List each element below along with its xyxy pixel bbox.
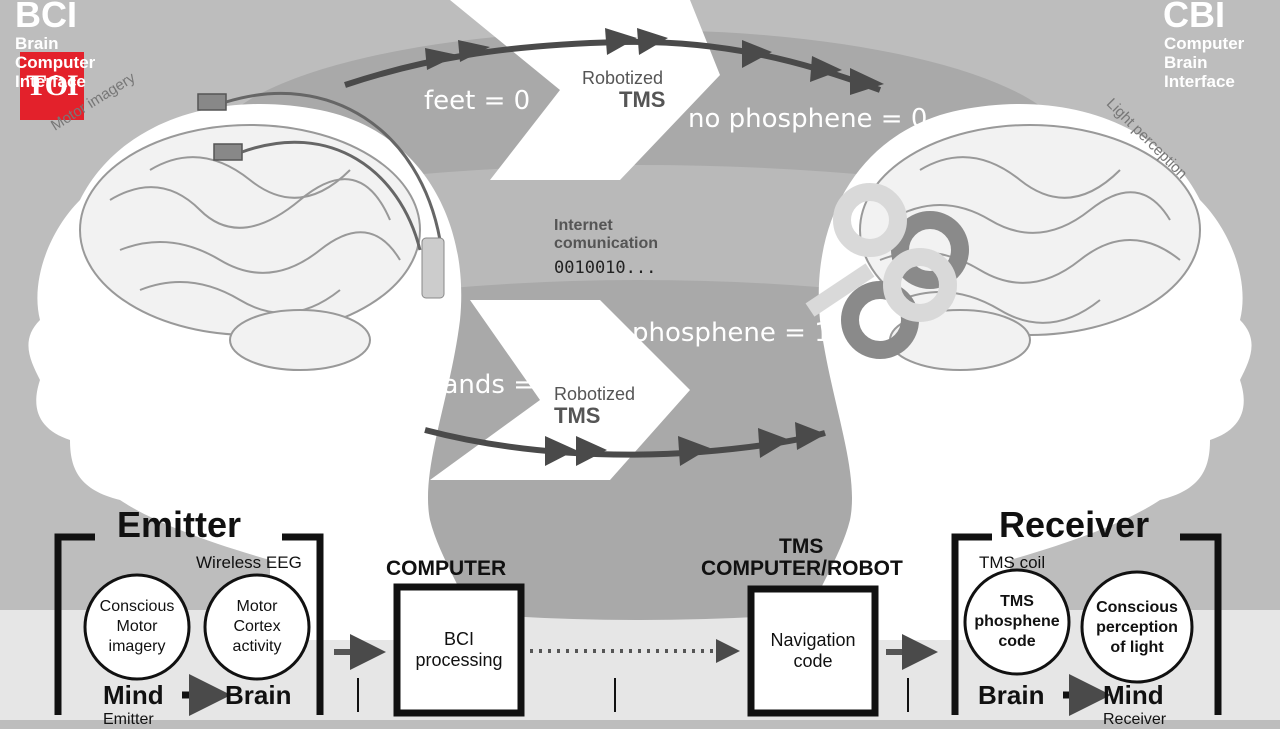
top-tms-stage: Robotized [582,68,664,88]
emitter-bracket [54,533,324,715]
emitter-footer: Emitter [103,711,154,728]
tms-coil-label: TMS coil [979,553,1046,572]
bottom-tms-stage: Robotized [554,384,636,404]
receiver-title: Receiver [999,504,1150,545]
receiver-brain: Brain [978,680,1045,710]
cbi-line2: Brain [1164,53,1208,72]
computer-box [393,583,525,717]
internet-label-1: Internet [554,217,613,234]
emitter-mind: Mind [103,680,164,710]
tms-title-line2: COMPUTER/ROBOT [701,557,903,580]
toi-logo: TOI [20,52,84,120]
left-brain [79,124,421,371]
wireless-eeg-label: Wireless EEG [196,553,302,572]
emitter-title: Emitter [117,504,242,545]
bci-processing-label: BCI processing [415,629,503,670]
cbi-line1: Computer [1164,34,1245,53]
lower-band [340,280,940,620]
computer-title: COMPUTER [386,557,507,580]
emitter-brain: Brain [225,680,292,710]
tms-phosphene-code: TMS phosphene code [974,593,1060,650]
bci-line1: Brain [15,34,59,53]
bci-line3: Interface [15,72,86,91]
receiver-mind: Mind [1103,680,1164,710]
feet-code: feet = 0 [424,86,531,116]
receiver-bracket [951,533,1222,715]
motor-cortex-activity: Motor Cortex activity [232,598,282,655]
internet-label-2: comunication [554,235,659,252]
eeg-electrodes [197,93,243,161]
bottom-tms-bold: TMS [554,403,601,428]
bit-stream: 0010010... [554,258,657,278]
tms-box [747,585,879,717]
phosphene-result: phosphene = 1 [632,318,831,348]
no-phosphene-result: no phosphene = 0 [688,104,928,134]
receiver-footer: Receiver [1103,711,1167,728]
eeg-cable-1 [225,92,442,241]
top-arrowheads [425,28,884,95]
tms-title-line1: TMS [779,535,824,558]
eeg-amplifier [421,237,445,299]
bci-acronym: BCI [15,0,77,35]
bci-line2: Computer [15,53,96,72]
flow-circles [83,568,1194,684]
cbi-acronym: CBI [1163,0,1225,35]
tms-coil [805,183,969,359]
bottom-arrow-path [424,427,826,458]
conscious-motor-imagery: Conscious Motor imagery [99,598,175,655]
hands-code: hands = 1 [426,370,560,400]
top-tms-bold: TMS [619,87,666,112]
middle-band [360,165,920,320]
separator-lines [357,678,909,712]
bottom-arrowheads [545,422,826,466]
eeg-cable-2 [241,140,422,251]
cbi-line3: Interface [1164,72,1235,91]
bottom-zigzag [430,300,690,480]
conscious-perception-of-light: Conscious perception of light [1096,599,1178,656]
navigation-code-label: Navigation code [770,630,856,671]
